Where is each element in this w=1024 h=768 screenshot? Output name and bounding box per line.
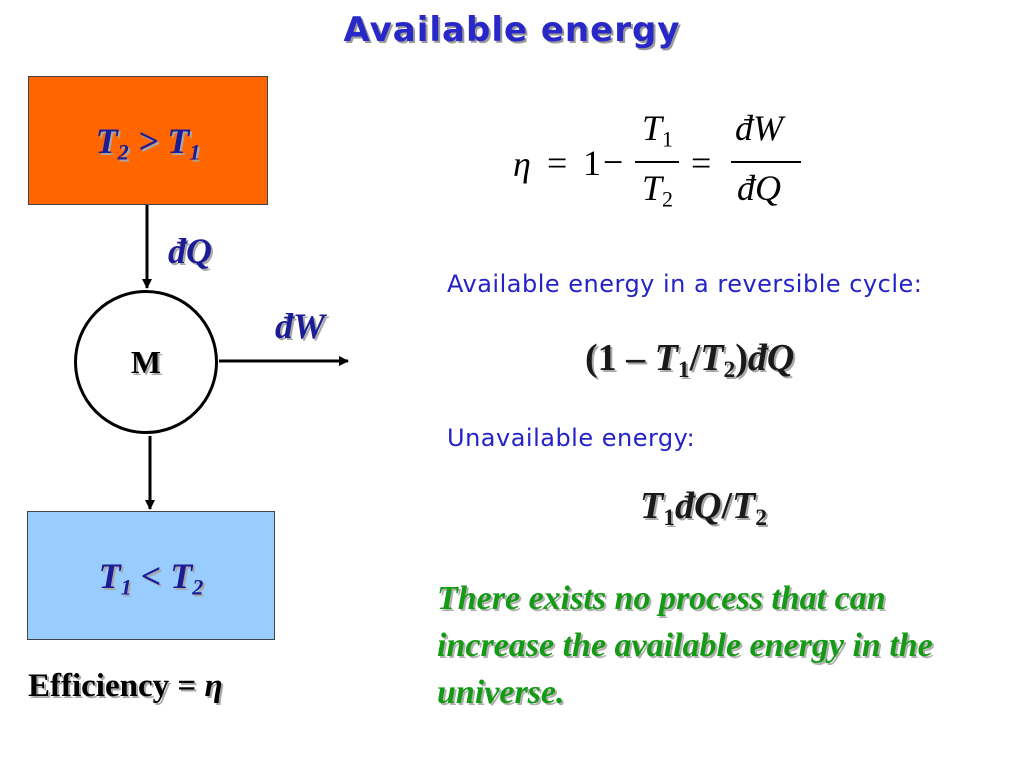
work-label: đW	[275, 306, 326, 346]
eq-den2: đQ	[737, 168, 781, 208]
eq-minus: −	[603, 142, 624, 182]
unavailable-energy-formula: T1đQ/T2	[640, 485, 768, 532]
slide-title: Available energy	[343, 10, 681, 50]
efficiency-symbol: η	[204, 668, 223, 704]
available-energy-text: Available energy in a reversible cycle:	[447, 270, 923, 298]
cold-reservoir-box: T1 < T2	[27, 511, 275, 640]
eq-num1: T1	[642, 108, 674, 152]
engine-label: M	[130, 343, 162, 380]
eq-fraction-bar-2	[731, 161, 801, 163]
engine-circle: M	[74, 290, 218, 434]
heat-label: đQ	[168, 231, 212, 271]
eq-num2: đW	[735, 108, 783, 148]
unavailable-energy-text: Unavailable energy:	[447, 424, 696, 452]
efficiency-equation: η = 1 − T1 T2 = đW đQ	[505, 104, 805, 224]
eq-eta: η	[513, 144, 531, 184]
second-law-statement: There exists no process that can increas…	[437, 580, 933, 711]
eq-den1: T2	[642, 168, 674, 212]
eq-equals: =	[547, 143, 568, 183]
efficiency-label: Efficiency = η	[28, 668, 223, 704]
available-energy-formula: (1 – T1/T2)đQ	[585, 337, 795, 384]
hot-reservoir-label: T2 > T1	[95, 120, 201, 165]
hot-reservoir-box: T2 > T1	[28, 76, 268, 205]
eq-one: 1	[583, 143, 601, 183]
eq-equals-2: =	[691, 143, 712, 183]
cold-reservoir-label: T1 < T2	[98, 555, 204, 600]
eq-fraction-bar-1	[635, 161, 679, 163]
